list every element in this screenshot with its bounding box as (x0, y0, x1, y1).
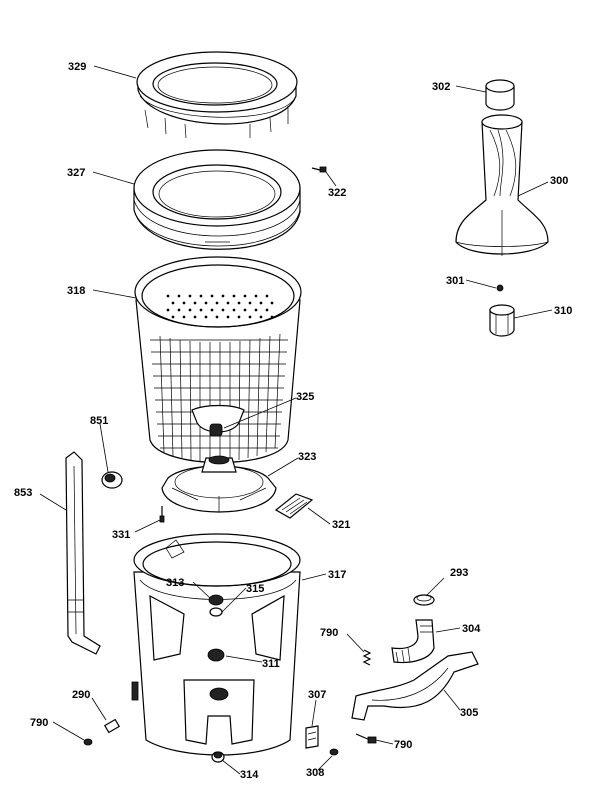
label-790-middle: 790 (320, 627, 338, 639)
part-302-cap (485, 79, 515, 111)
part-329-tub-cover (136, 51, 298, 139)
part-300-agitator (455, 114, 549, 256)
part-853-rod (65, 451, 101, 655)
part-322-screw (311, 166, 327, 173)
label-310: 310 (554, 305, 572, 317)
label-302: 302 (432, 81, 450, 93)
label-318: 318 (67, 285, 85, 297)
part-307-bracket (305, 725, 319, 749)
part-790b-spring (362, 649, 372, 666)
part-308-screw (329, 748, 339, 756)
label-317: 317 (328, 569, 346, 581)
label-325: 325 (296, 391, 314, 403)
part-327-tub-ring (133, 149, 301, 250)
label-293: 293 (450, 567, 468, 579)
label-290: 290 (72, 689, 90, 701)
label-790-left: 790 (30, 717, 48, 729)
part-310-coupling (489, 304, 515, 337)
part-325-nut (209, 423, 223, 437)
label-321: 321 (332, 519, 350, 531)
label-851: 851 (90, 415, 108, 427)
part-304-hose (391, 619, 435, 664)
label-308: 308 (306, 767, 324, 779)
label-322: 322 (328, 187, 346, 199)
part-851-bushing (101, 471, 123, 489)
label-329: 329 (68, 61, 86, 73)
label-314: 314 (240, 769, 259, 781)
part-790a-screw (83, 738, 93, 746)
part-293-clamp (413, 594, 435, 606)
part-314-grommet (211, 751, 225, 763)
label-323: 323 (298, 451, 316, 463)
label-301: 301 (446, 275, 464, 287)
label-331: 331 (112, 529, 130, 541)
label-307: 307 (308, 689, 326, 701)
label-305: 305 (460, 707, 478, 719)
label-304: 304 (462, 623, 481, 635)
part-323-mounting-plate (161, 455, 277, 513)
part-331-screw (159, 506, 165, 523)
label-300: 300 (550, 175, 568, 187)
label-313: 313 (166, 577, 184, 589)
label-853: 853 (14, 487, 32, 499)
label-790-right: 790 (394, 739, 412, 751)
part-790c-screw (355, 733, 377, 744)
label-327: 327 (67, 167, 85, 179)
label-311: 311 (262, 658, 280, 670)
part-317-outer-tub (131, 533, 301, 756)
label-315: 315 (246, 583, 264, 595)
part-315-washer (209, 607, 223, 617)
part-305-hose (351, 651, 479, 721)
part-290-pin (103, 718, 121, 734)
part-321-clip (274, 493, 314, 519)
part-311-grommet (207, 648, 225, 662)
part-313-grommet (208, 594, 224, 606)
part-301-screw (496, 284, 504, 292)
leader-lines (39, 65, 553, 775)
callout-labels: 329 327 322 318 325 851 323 853 331 321 … (14, 61, 572, 781)
